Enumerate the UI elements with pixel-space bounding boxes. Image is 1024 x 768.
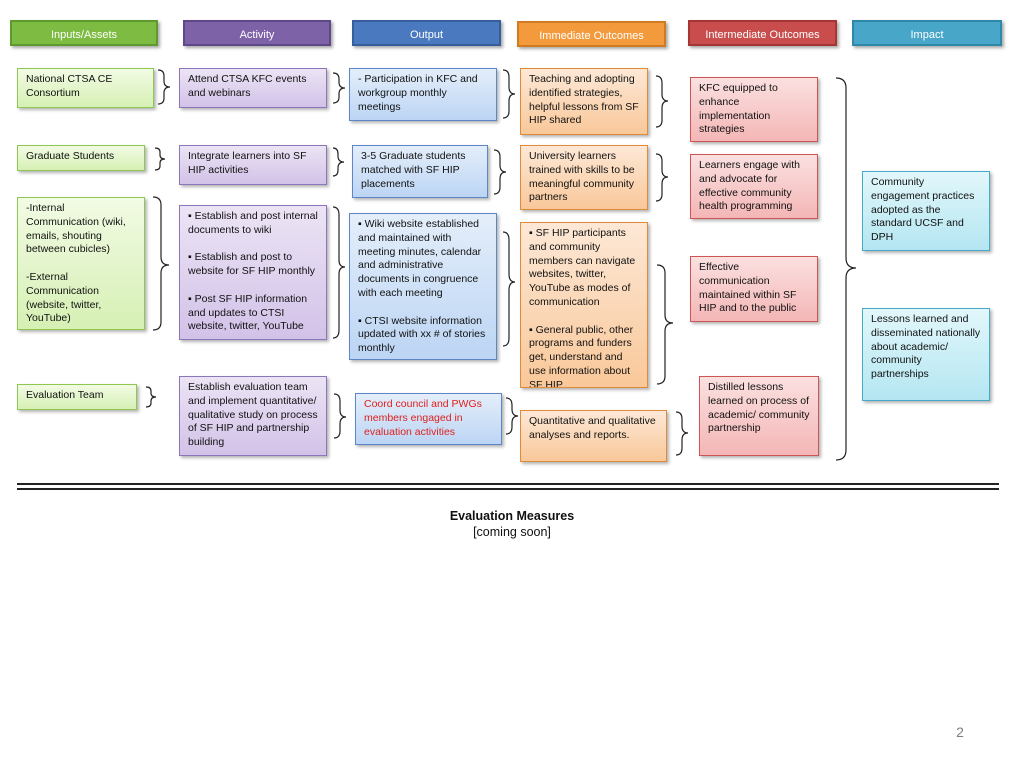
- immediate-teaching-adopting: Teaching and adopting identified strateg…: [520, 68, 648, 135]
- intermediate-learners-engage: Learners engage with and advocate for ef…: [690, 154, 818, 219]
- activity-evaluation: Establish evaluation team and implement …: [179, 376, 327, 456]
- header-activity: Activity: [183, 20, 331, 46]
- output-kfc-participation: - Participation in KFC and workgroup mon…: [349, 68, 497, 121]
- immediate-sfhip-participants: ▪ SF HIP participants and community memb…: [520, 222, 648, 388]
- activity-attend-kfc: Attend CTSA KFC events and webinars: [179, 68, 327, 108]
- input-communication: -Internal Communication (wiki, emails, s…: [17, 197, 145, 330]
- bracket: [152, 196, 170, 331]
- bracket: [332, 206, 346, 339]
- output-graduate-placements: 3-5 Graduate students matched with SF HI…: [352, 145, 488, 198]
- immediate-quantitative-analyses: Quantitative and qualitative analyses an…: [520, 410, 667, 462]
- page-number: 2: [956, 724, 964, 740]
- bracket: [502, 69, 516, 119]
- impact-lessons-disseminated: Lessons learned and disseminated nationa…: [862, 308, 990, 401]
- header-impact: Impact: [852, 20, 1002, 46]
- output-coord-council: Coord council and PWGs members engaged i…: [355, 393, 502, 445]
- immediate-university-learners: University learners trained with skills …: [520, 145, 648, 210]
- bracket: [332, 72, 346, 104]
- intermediate-kfc-equipped: KFC equipped to enhance implementation s…: [690, 77, 818, 142]
- bracket: [675, 411, 689, 456]
- header-immediate-outcomes: Immediate Outcomes: [517, 21, 666, 47]
- bracket: [145, 386, 157, 408]
- evaluation-measures-title: Evaluation Measures: [449, 509, 575, 523]
- input-graduate-students: Graduate Students: [17, 145, 145, 171]
- separator-line: [17, 488, 999, 490]
- bracket: [655, 75, 669, 128]
- bracket: [502, 231, 516, 347]
- activity-integrate-learners: Integrate learners into SF HIP activitie…: [179, 145, 327, 185]
- input-ctsa-consortium: National CTSA CE Consortium: [17, 68, 154, 108]
- bracket: [505, 397, 519, 435]
- bracket: [835, 77, 857, 461]
- bracket: [332, 147, 345, 177]
- bracket: [493, 149, 507, 195]
- output-wiki-website: ▪ Wiki website established and maintaine…: [349, 213, 497, 360]
- intermediate-distilled-lessons: Distilled lessons learned on process of …: [699, 376, 819, 456]
- bracket: [656, 264, 674, 385]
- activity-communication: ▪ Establish and post internal documents …: [179, 205, 327, 340]
- bracket: [154, 147, 166, 171]
- separator-line: [17, 483, 999, 485]
- bracket: [157, 69, 171, 105]
- header-inputs-assets: Inputs/Assets: [10, 20, 158, 46]
- evaluation-measures-subtitle: [coming soon]: [473, 525, 551, 539]
- intermediate-effective-communication: Effective communication maintained withi…: [690, 256, 818, 322]
- brackets-layer: [145, 69, 857, 461]
- impact-community-engagement: Community engagement practices adopted a…: [862, 171, 990, 251]
- header-intermediate-outcomes: Intermediate Outcomes: [688, 20, 837, 46]
- bracket: [655, 153, 669, 202]
- input-evaluation-team: Evaluation Team: [17, 384, 137, 410]
- bracket: [333, 393, 347, 439]
- header-output: Output: [352, 20, 501, 46]
